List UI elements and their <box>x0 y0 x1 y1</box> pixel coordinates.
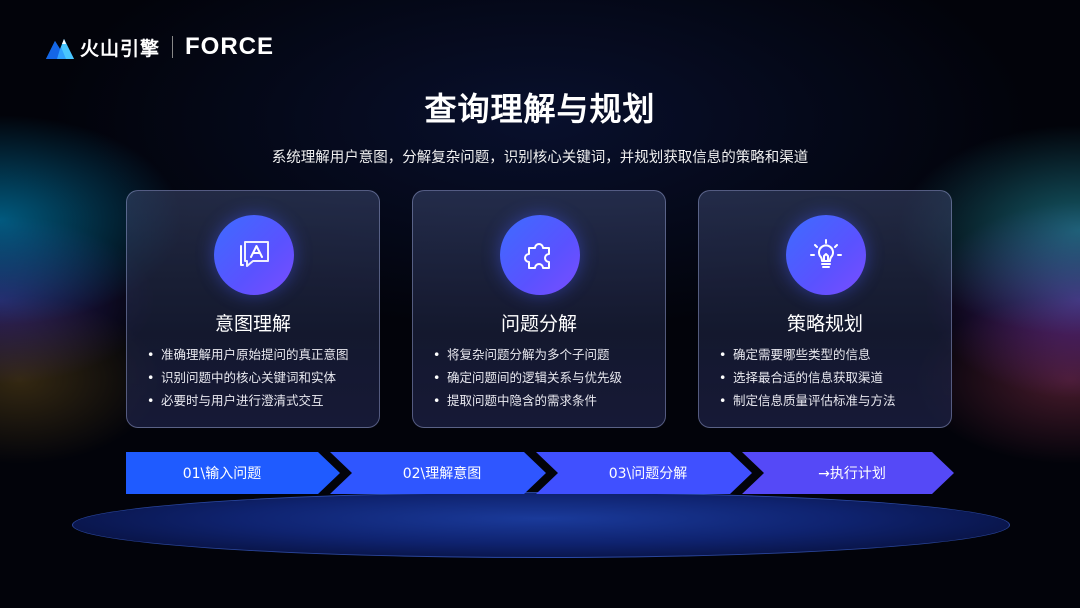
process-steps: 01\输入问题 02\理解意图 03\问题分解 →执行计划 <box>126 452 954 494</box>
brand-name-cn: 火山引擎 <box>80 37 161 60</box>
list-item: 识别问题中的核心关键词和实体 <box>147 366 349 389</box>
card-intent-understanding: 意图理解 准确理解用户原始提问的真正意图 识别问题中的核心关键词和实体 必要时与… <box>126 190 380 428</box>
list-item: 选择最合适的信息获取渠道 <box>719 366 896 389</box>
card-bullet-list: 确定需要哪些类型的信息 选择最合适的信息获取渠道 制定信息质量评估标准与方法 <box>719 343 896 412</box>
text-chat-icon <box>214 215 294 295</box>
step-execute-plan: →执行计划 <box>742 452 954 494</box>
brand-name-en: FORCE <box>185 33 275 60</box>
card-problem-decomposition: 问题分解 将复杂问题分解为多个子问题 确定问题间的逻辑关系与优先级 提取问题中隐… <box>412 190 666 428</box>
puzzle-icon <box>500 215 580 295</box>
list-item: 提取问题中隐含的需求条件 <box>433 389 622 412</box>
lightbulb-icon <box>786 215 866 295</box>
step-understand-intent: 02\理解意图 <box>330 452 546 494</box>
card-title: 策略规划 <box>786 313 863 335</box>
brand: 火山引擎 FORCE <box>46 33 275 60</box>
list-item: 准确理解用户原始提问的真正意图 <box>147 343 349 366</box>
step-decompose-problem: 03\问题分解 <box>536 452 752 494</box>
list-item: 确定问题间的逻辑关系与优先级 <box>433 366 622 389</box>
brand-divider <box>172 36 174 58</box>
card-title: 意图理解 <box>214 313 291 335</box>
list-item: 制定信息质量评估标准与方法 <box>719 389 896 412</box>
list-item: 将复杂问题分解为多个子问题 <box>433 343 622 366</box>
step-input-question: 01\输入问题 <box>126 452 340 494</box>
volcano-logo-icon <box>46 39 74 59</box>
card-bullet-list: 准确理解用户原始提问的真正意图 识别问题中的核心关键词和实体 必要时与用户进行澄… <box>147 343 349 412</box>
stage-platform <box>72 492 1010 558</box>
slide-title: 查询理解与规划 <box>424 90 656 128</box>
slide-subtitle: 系统理解用户意图，分解复杂问题，识别核心关键词，并规划获取信息的策略和渠道 <box>271 150 809 166</box>
list-item: 必要时与用户进行澄清式交互 <box>147 389 349 412</box>
card-title: 问题分解 <box>500 313 577 335</box>
card-bullet-list: 将复杂问题分解为多个子问题 确定问题间的逻辑关系与优先级 提取问题中隐含的需求条… <box>433 343 622 412</box>
card-strategy-planning: 策略规划 确定需要哪些类型的信息 选择最合适的信息获取渠道 制定信息质量评估标准… <box>698 190 952 428</box>
list-item: 确定需要哪些类型的信息 <box>719 343 896 366</box>
